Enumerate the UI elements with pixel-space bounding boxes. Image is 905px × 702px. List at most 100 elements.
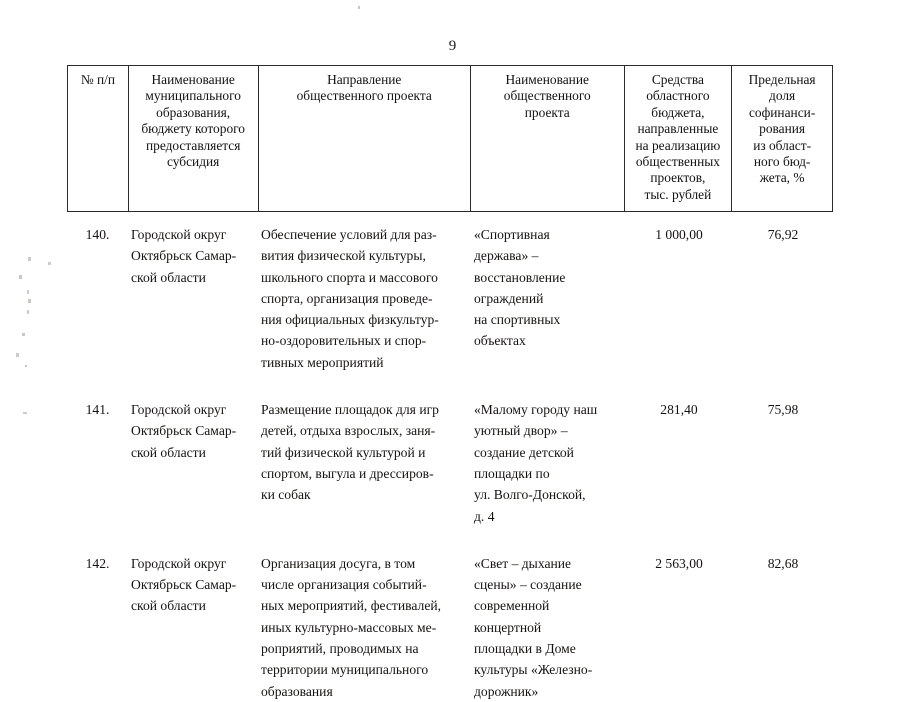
cell-line: площадки в Доме [474,641,576,657]
cell-line: тивных мероприятий [261,354,384,370]
cell-line: создание детской [474,444,574,460]
cell-line: ограждений [474,290,544,306]
header-line: Направление [327,72,402,87]
header-line: Наименование [151,72,235,87]
cell-line: площадки по [474,465,550,481]
cell-line: ных мероприятий, фестивалей, [261,598,442,614]
cell-line: ской области [131,269,206,285]
header-line: предоставляется [145,137,241,153]
header-line: проектов, [650,170,706,186]
header-line: из област- [753,137,812,153]
cell-line: спорта, организация проведе- [261,290,433,306]
header-line: образования, [156,104,231,120]
cell-line: роприятий, проводимых на [261,641,419,657]
cell-max-share: 82,68 [767,555,799,571]
cell-line: сцены» – создание [474,577,582,593]
cell-max-share: 75,98 [767,402,799,418]
header-line: общественного проекта [296,88,432,104]
cell-line: образования [261,683,333,699]
cell-line: детей, отдыха взрослых, заня- [261,423,436,439]
scan-speckle [28,299,31,303]
cell-line: Октябрьск Самар- [131,248,237,264]
cell-regional-funds: 2 563,00 [655,555,703,571]
cell-row-number: 141. [85,402,110,418]
cell-line: школьного спорта и массового [261,269,438,285]
cell-line: ул. Волго-Донской, [474,487,586,503]
cell-project-name: «Малому городу наш уютный двор» – создание… [471,399,625,527]
cell-line: тий физической культурой и [261,444,426,460]
cell-line: д. 4 [474,508,495,524]
cell-line: ния официальных физкультур- [261,312,439,328]
cell-line: концертной [474,619,542,635]
scan-speckle [23,412,27,414]
scan-speckle [19,275,22,279]
cell-regional-funds: 281,40 [660,402,698,418]
header-line: общественного [503,88,591,104]
header-line: субсидия [166,154,220,170]
cell-line: дорожник» [474,683,539,699]
scan-speckle [25,365,27,367]
cell-line: иных культурно-массовых ме- [261,619,437,635]
header-line: рования [759,121,806,137]
scan-speckle [28,257,31,261]
cell-line: Размещение площадок для игр [261,402,439,418]
cell-line: Октябрьск Самар- [131,577,237,593]
cell-project-name: «Спортивная держава» – восстановление ограж… [471,224,625,352]
scan-speckle [27,310,29,314]
cell-regional-funds: 1 000,00 [655,227,703,242]
header-line: Предельная [748,72,816,87]
header-line: на реализацию [635,137,721,153]
cell-row-number: 140. [85,227,110,242]
header-line: доля [769,88,796,104]
cell-line: территории муниципального [261,662,429,678]
cell-project-name: «Свет – дыхание сцены» – создание современ… [471,553,625,702]
scan-speckle [22,333,25,336]
cell-line: на спортивных [474,312,561,328]
header-line: Средства [651,72,704,87]
cell-max-share: 76,92 [767,227,799,242]
cell-line: ской области [131,598,206,614]
header-line: направленные [637,121,719,137]
cell-line: числе организация событий- [261,577,427,593]
cell-line: Городской округ [131,555,227,571]
header-line: областного [646,88,710,104]
header-line: проекта [524,104,570,120]
header-line: бюджету которого [141,121,245,137]
header-line: жета, % [759,170,805,186]
header-line: № п/п [80,72,116,87]
cell-line: современной [474,598,550,614]
header-line: муниципального [145,88,241,104]
cell-line: уютный двор» – [474,423,568,439]
cell-direction: Размещение площадок для игр детей, отдыха… [258,399,471,505]
cell-line: Октябрьск Самар- [131,423,237,439]
cell-direction: Обеспечение условий для раз-вития физиче… [258,224,471,373]
header-line: ного бюд- [753,154,811,170]
cell-row-number: 142. [85,555,110,571]
cell-line: Городской округ [131,402,227,418]
cell-line: «Спортивная [474,227,550,242]
cell-line: «Малому городу наш [474,402,598,418]
cell-line: Городской округ [131,227,227,242]
cell-line: ки собак [261,487,311,503]
header-line: тыс. рублей [644,186,712,202]
cell-line: вития физической культуры, [261,248,426,264]
header-line: бюджета, [651,104,705,120]
cell-line: ской области [131,444,206,460]
cell-line: «Свет – дыхание [474,555,572,571]
scan-speckle [48,262,51,265]
cell-line: держава» – [474,248,539,264]
cell-line: восстановление [474,269,566,285]
